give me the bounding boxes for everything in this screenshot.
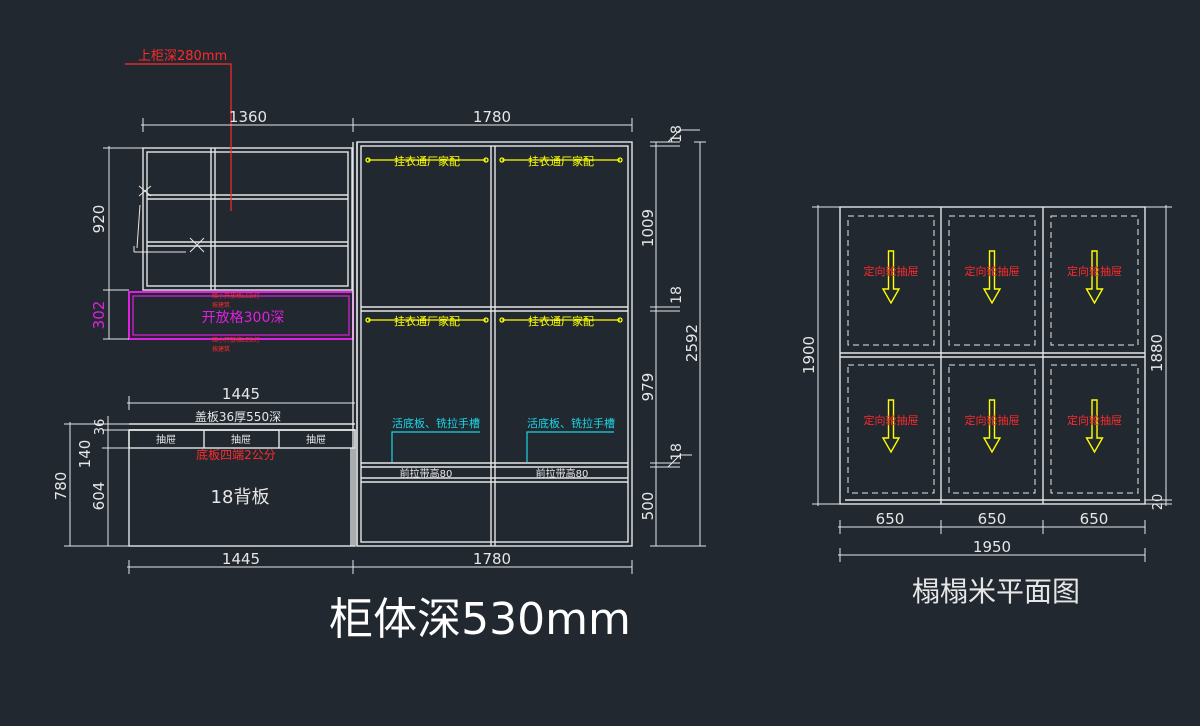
plan-width-1: 650 [876, 510, 905, 528]
cabinet-depth-title: 柜体深530mm [329, 594, 631, 645]
left-dim-upper: 920 [90, 205, 108, 234]
plan-right-height: 1880 [1148, 334, 1166, 372]
pull-shelf-label-1: 活底板、铣拉手槽 [392, 416, 480, 430]
down-arrow-icon [1085, 250, 1104, 305]
desk-section [128, 423, 356, 547]
front-pull-label-2: 前拉带高80 [536, 467, 589, 480]
left-dim-desk-low: 604 [90, 482, 108, 511]
hanger-label-2: 挂衣通厂家配 [528, 154, 594, 168]
hanger-label-1: 挂衣通厂家配 [394, 154, 460, 168]
pull-shelf-label-2: 活底板、铣拉手槽 [527, 416, 615, 430]
down-arrow-icon [982, 399, 1002, 454]
drawer-cell-6: 定向轮抽屉 [1050, 364, 1139, 494]
plan-width-2: 650 [978, 510, 1007, 528]
drawer-label: 定向轮抽屉 [1067, 413, 1122, 427]
drawer-outline [1050, 364, 1139, 494]
right-dim-mid: 18 [669, 286, 685, 304]
open-shelf-note-1: 暗小开放格LED灯 [212, 292, 260, 300]
left-dim-desk-top: 36 [93, 419, 108, 436]
wardrobe-elevation [128, 141, 633, 547]
right-dim-base: 500 [639, 492, 657, 521]
right-wardrobe [356, 141, 633, 547]
right-dim-top: 18 [669, 125, 685, 143]
down-arrow-icon [1085, 399, 1104, 454]
drawer-outline [948, 215, 1036, 346]
open-shelf-label: 开放格300深 [202, 310, 285, 326]
drawer-cell-4: 定向轮抽屉 [847, 364, 935, 494]
plan-title: 榻榻米平面图 [912, 575, 1080, 608]
base-note: 底板四端2公分 [196, 447, 276, 462]
drawer-label: 定向轮抽屉 [965, 413, 1020, 427]
drawer-outline [847, 364, 935, 494]
plan-total-width: 1950 [973, 538, 1011, 556]
right-dim-upper: 1009 [639, 209, 657, 247]
drawer-outline [948, 364, 1036, 494]
bottom-dim-left: 1445 [222, 550, 260, 568]
desk-width-dim: 1445 [222, 385, 260, 403]
tatami-plan [839, 206, 1146, 505]
drawer-cell-1: 定向轮抽屉 [847, 215, 935, 346]
elevation-dimension-lines [64, 118, 706, 574]
plan-cells: 定向轮抽屉定向轮抽屉定向轮抽屉定向轮抽屉定向轮抽屉定向轮抽屉 [847, 215, 1139, 494]
desk-top-label: 盖板36厚550深 [195, 410, 281, 424]
plan-width-3: 650 [1080, 510, 1109, 528]
back-panel-label: 18背板 [211, 487, 270, 508]
top-dim-right: 1780 [473, 108, 511, 126]
drawer-label: 定向轮抽屉 [864, 413, 919, 427]
section-marker [133, 185, 205, 253]
pull-shelf-leaders [391, 431, 614, 462]
down-arrow-icon [982, 250, 1002, 305]
right-dim-lower: 979 [639, 373, 657, 402]
open-shelf-note-4: 按建筑 [212, 345, 230, 353]
hanger-label-4: 挂衣通厂家配 [528, 314, 594, 328]
hanger-label-3: 挂衣通厂家配 [394, 314, 460, 328]
drawer-label: 定向轮抽屉 [965, 264, 1020, 278]
plan-left-height: 1900 [800, 336, 818, 374]
drawer-label: 定向轮抽屉 [1067, 264, 1122, 278]
drawer-cell-2: 定向轮抽屉 [948, 215, 1036, 346]
plan-dimension-lines [812, 205, 1172, 562]
down-arrow-icon [881, 250, 901, 305]
left-dim-open: 302 [90, 301, 108, 330]
hanger-rails [365, 157, 623, 323]
front-pull-label-1: 前拉带高80 [400, 467, 453, 480]
right-dim-total: 2592 [683, 324, 701, 362]
drawer-outline [1050, 215, 1139, 346]
open-shelf-note-2: 按建筑 [212, 301, 230, 309]
drawer-label-3: 抽屉 [306, 433, 326, 446]
plan-edge-dim: 20 [1151, 494, 1166, 511]
drawer-cell-3: 定向轮抽屉 [1050, 215, 1139, 346]
top-dim-left: 1360 [229, 108, 267, 126]
drawer-label-2: 抽屉 [231, 433, 251, 446]
left-dim-desk-total: 780 [52, 472, 70, 501]
drawer-label-1: 抽屉 [156, 433, 176, 446]
upper-depth-leader [125, 63, 232, 211]
open-shelf-note-3: 暗小开放格LED灯 [212, 336, 260, 344]
down-arrow-icon [881, 399, 901, 454]
upper-left-cabinet [142, 147, 353, 291]
upper-depth-label: 上柜深280mm [138, 49, 227, 64]
drawer-cell-5: 定向轮抽屉 [948, 364, 1036, 494]
bottom-dim-right: 1780 [473, 550, 511, 568]
right-dim-bottom-mid: 18 [669, 443, 685, 461]
drawer-outline [847, 215, 935, 346]
drawer-label: 定向轮抽屉 [864, 264, 919, 278]
left-dim-desk-mid: 140 [76, 440, 94, 469]
